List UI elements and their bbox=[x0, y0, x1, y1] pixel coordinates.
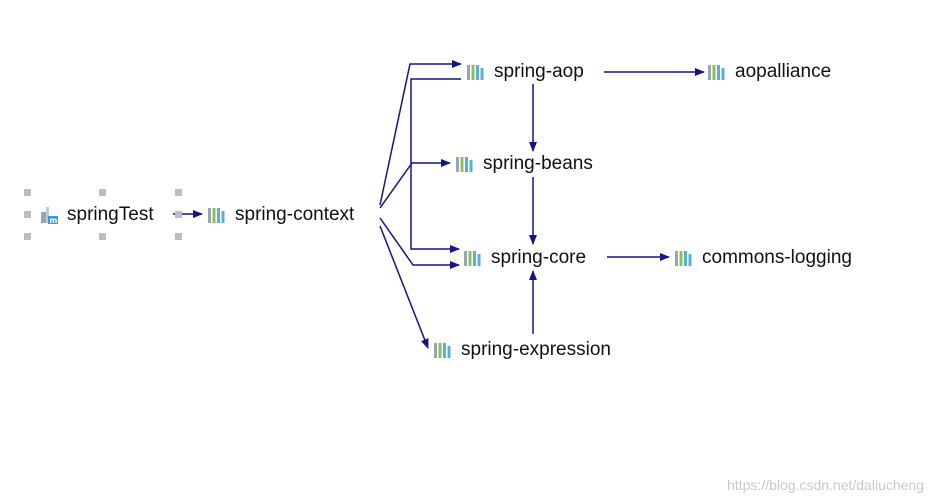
library-icon bbox=[463, 249, 483, 267]
library-icon bbox=[433, 341, 453, 359]
node-label: spring-core bbox=[491, 247, 587, 268]
node-spring-aop[interactable]: spring-aop bbox=[466, 60, 584, 84]
svg-text:m: m bbox=[50, 216, 58, 224]
node-springTest[interactable]: m springTest bbox=[39, 203, 154, 227]
node-commons-logging[interactable]: commons-logging bbox=[674, 246, 852, 270]
module-icon: m bbox=[39, 206, 59, 224]
node-label: springTest bbox=[67, 204, 154, 225]
selection-handle[interactable] bbox=[175, 211, 182, 218]
selection-handle[interactable] bbox=[24, 233, 31, 240]
library-icon bbox=[466, 63, 486, 81]
selection-handle[interactable] bbox=[24, 211, 31, 218]
node-label: commons-logging bbox=[702, 247, 852, 268]
node-aopalliance[interactable]: aopalliance bbox=[707, 60, 831, 84]
node-label: spring-beans bbox=[483, 153, 593, 174]
node-spring-expression[interactable]: spring-expression bbox=[433, 338, 611, 362]
library-icon bbox=[707, 63, 727, 81]
edge-spring-context-to-spring-core bbox=[379, 217, 460, 269]
edge-spring-context-to-spring-beans bbox=[379, 159, 451, 209]
edge-spring-context-to-spring-expression bbox=[379, 225, 429, 349]
selection-handle[interactable] bbox=[175, 233, 182, 240]
node-label: spring-context bbox=[235, 204, 355, 225]
edge-spring-context-to-spring-aop bbox=[379, 60, 462, 206]
node-spring-context[interactable]: spring-context bbox=[207, 203, 354, 227]
selection-handle[interactable] bbox=[99, 189, 106, 196]
selection-handle[interactable] bbox=[99, 233, 106, 240]
node-spring-beans[interactable]: spring-beans bbox=[455, 152, 593, 176]
selection-handle[interactable] bbox=[24, 189, 31, 196]
node-label: aopalliance bbox=[735, 61, 832, 82]
watermark: https://blog.csdn.net/daliucheng bbox=[727, 477, 924, 493]
library-icon bbox=[455, 155, 475, 173]
library-icon bbox=[207, 206, 227, 224]
library-icon bbox=[674, 249, 694, 267]
node-spring-core[interactable]: spring-core bbox=[463, 246, 586, 270]
node-label: spring-expression bbox=[461, 339, 611, 360]
edge-spring-aop-to-spring-core bbox=[410, 78, 461, 253]
selection-handle[interactable] bbox=[175, 189, 182, 196]
node-label: spring-aop bbox=[494, 61, 584, 82]
